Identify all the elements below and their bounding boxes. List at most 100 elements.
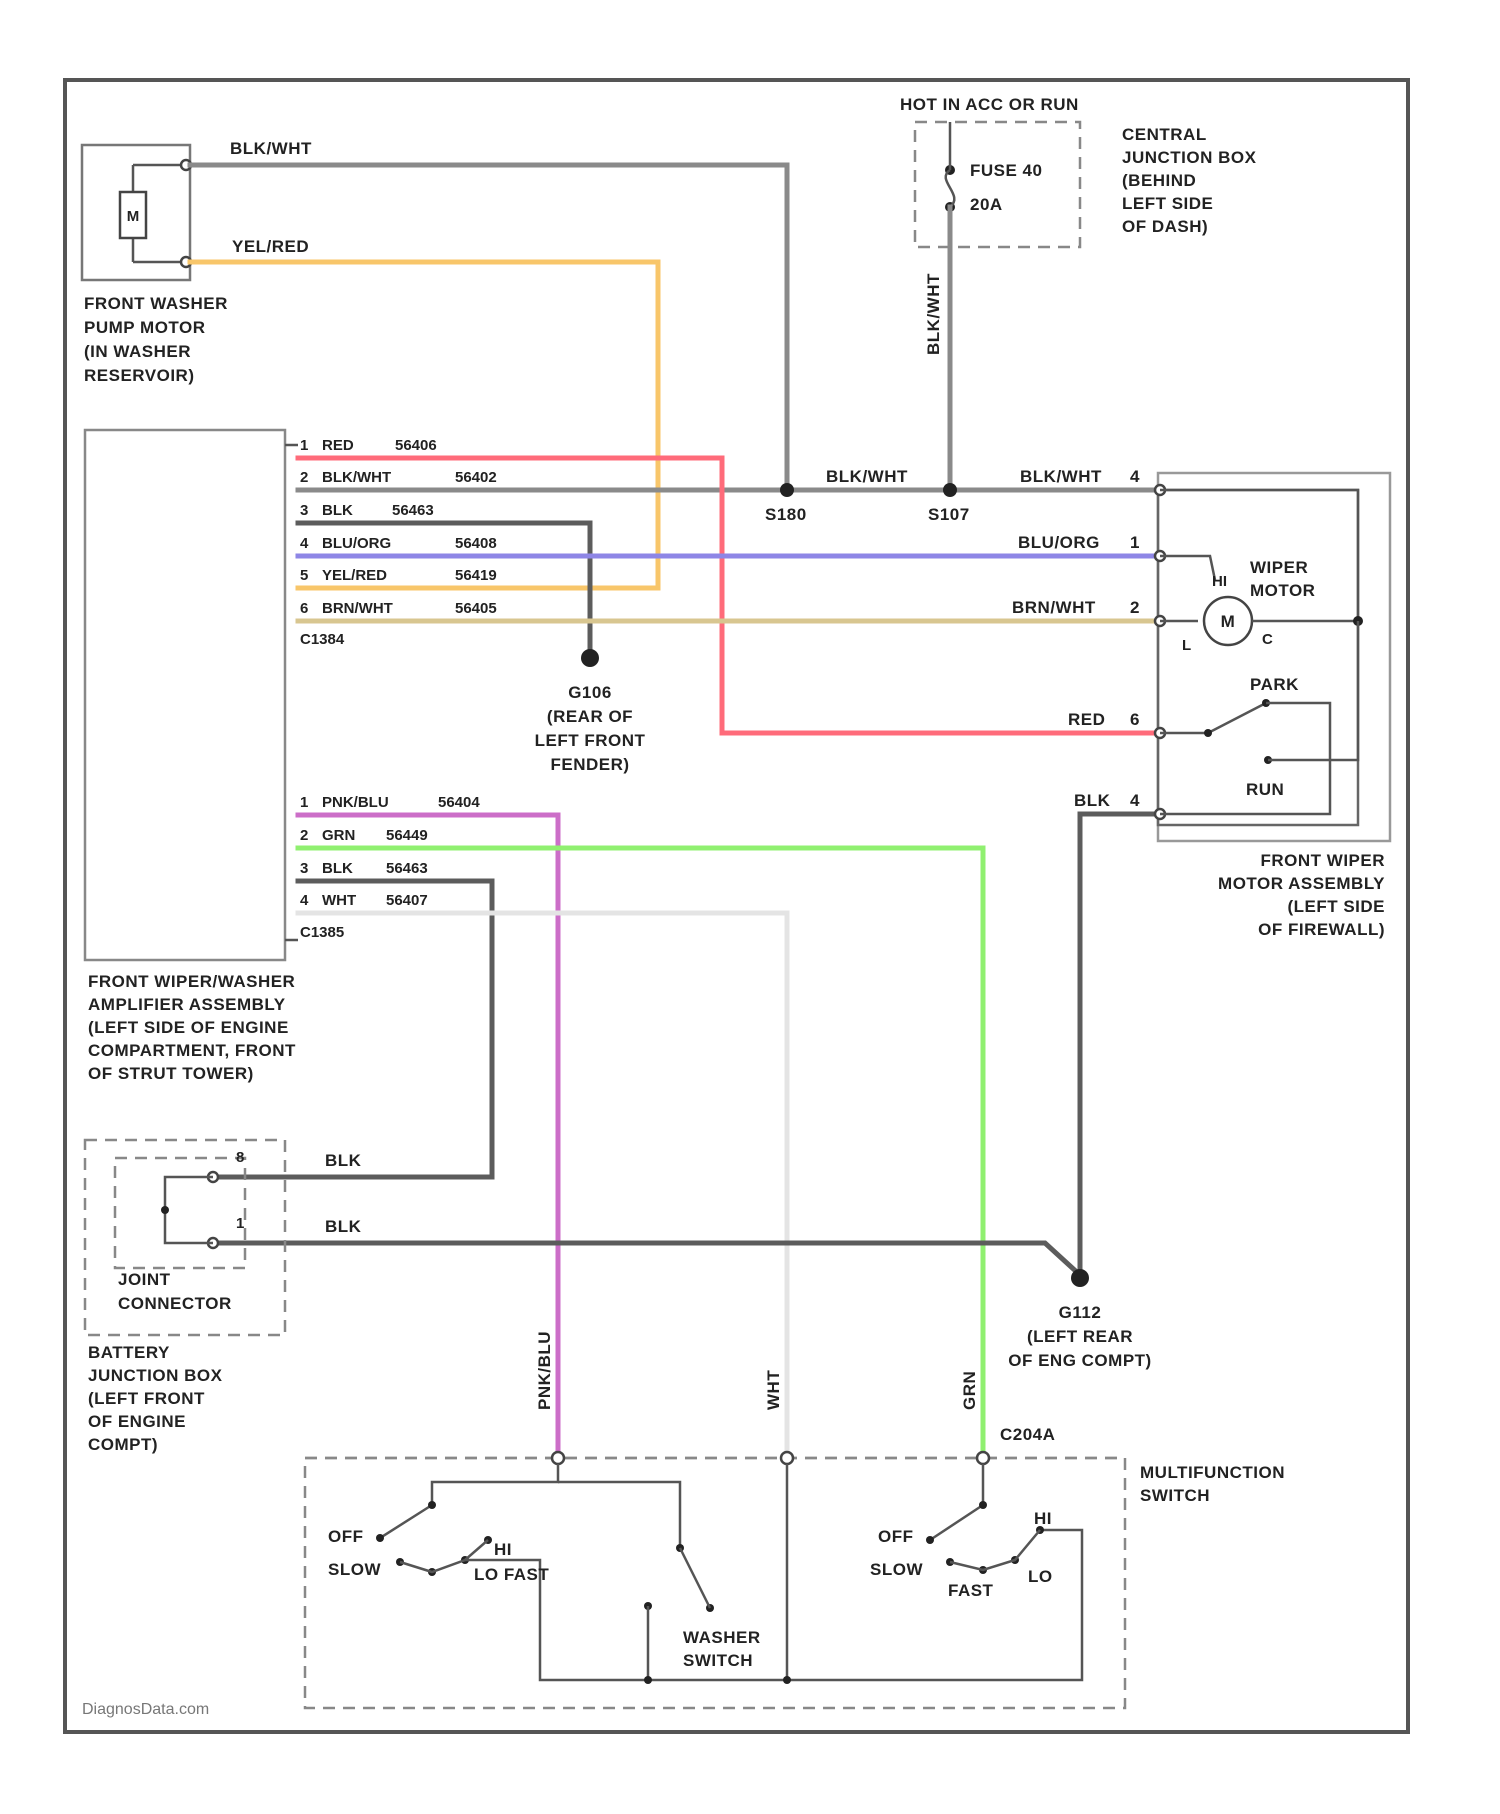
wiper-motor-label: FRONT WIPER MOTOR ASSEMBLY (LEFT SIDE OF…: [1218, 851, 1385, 939]
wire-red: [298, 458, 1158, 733]
svg-text:CONNECTOR: CONNECTOR: [118, 1294, 232, 1313]
label-mid-blk-wht-1: BLK/WHT: [826, 467, 908, 486]
label-sw-grn: GRN: [960, 1371, 979, 1410]
g112-line-3: OF ENG COMPT): [1008, 1351, 1151, 1370]
svg-text:56404: 56404: [438, 794, 480, 811]
s107-label: S107: [928, 505, 970, 524]
svg-text:YEL/RED: YEL/RED: [322, 567, 387, 584]
multifunction-switch: C204A MULTIFUNCTION SWITCH OFF SLOW HI L…: [305, 1425, 1285, 1708]
central-jb-label-2: JUNCTION BOX: [1122, 148, 1257, 167]
svg-text:3: 3: [300, 860, 308, 877]
svg-text:5: 5: [300, 567, 308, 584]
washer-pump-label-4: RESERVOIR): [84, 366, 195, 385]
svg-text:GRN: GRN: [322, 827, 355, 844]
c1384-label: C1384: [300, 631, 345, 648]
svg-text:LO FAST: LO FAST: [474, 1565, 549, 1584]
label-pump-blk-wht: BLK/WHT: [230, 139, 312, 158]
washer-pump-label-3: (IN WASHER: [84, 342, 191, 361]
svg-text:BATTERY: BATTERY: [88, 1343, 170, 1362]
wire-blk-g112: [1080, 814, 1158, 1275]
svg-text:1: 1: [300, 437, 308, 454]
svg-text:6: 6: [300, 600, 308, 617]
svg-text:56407: 56407: [386, 892, 428, 909]
svg-text:OFF: OFF: [328, 1527, 364, 1546]
svg-text:HI: HI: [1034, 1509, 1052, 1528]
battery-junction-box: 8 1 JOINT CONNECTOR BATTERY JUNCTION BOX…: [85, 1140, 285, 1454]
svg-text:56463: 56463: [386, 860, 428, 877]
svg-text:OF FIREWALL): OF FIREWALL): [1258, 920, 1385, 939]
wire-pnk-blu: [298, 815, 558, 1450]
svg-text:RED: RED: [322, 437, 354, 454]
svg-text:2: 2: [300, 469, 308, 486]
svg-text:JUNCTION BOX: JUNCTION BOX: [88, 1366, 223, 1385]
central-jb-label-3: (BEHIND: [1122, 171, 1196, 190]
svg-text:OF ENGINE: OF ENGINE: [88, 1412, 186, 1431]
svg-text:(LEFT SIDE OF ENGINE: (LEFT SIDE OF ENGINE: [88, 1018, 289, 1037]
svg-text:2: 2: [300, 827, 308, 844]
splice-s107: [943, 483, 957, 497]
svg-text:6: 6: [1130, 710, 1140, 729]
fuse-rating: 20A: [970, 195, 1003, 214]
svg-text:SWITCH: SWITCH: [1140, 1486, 1210, 1505]
svg-text:56449: 56449: [386, 827, 428, 844]
connector-c1384: 1 RED 56406 2 BLK/WHT 56402 3 BLK 56463 …: [300, 437, 497, 648]
label-red: RED: [1068, 710, 1105, 729]
label-pump-yel-red: YEL/RED: [232, 237, 309, 256]
g106-line-2: (REAR OF: [547, 707, 633, 726]
svg-text:PARK: PARK: [1250, 675, 1299, 694]
label-blu-org: BLU/ORG: [1018, 533, 1100, 552]
svg-text:56419: 56419: [455, 567, 497, 584]
svg-text:56402: 56402: [455, 469, 497, 486]
svg-text:56463: 56463: [392, 502, 434, 519]
label-brn-wht: BRN/WHT: [1012, 598, 1096, 617]
svg-text:HI: HI: [494, 1540, 512, 1559]
label-jc-blk-top: BLK: [325, 1151, 362, 1170]
svg-text:RUN: RUN: [1246, 780, 1284, 799]
svg-text:WHT: WHT: [322, 892, 356, 909]
svg-text:OF STRUT TOWER): OF STRUT TOWER): [88, 1064, 254, 1083]
central-junction-box: HOT IN ACC OR RUN FUSE 40 20A CENTRAL JU…: [900, 95, 1257, 247]
svg-text:BRN/WHT: BRN/WHT: [322, 600, 393, 617]
g112-line-2: (LEFT REAR: [1027, 1327, 1133, 1346]
amplifier-label: FRONT WIPER/WASHER AMPLIFIER ASSEMBLY (L…: [88, 972, 296, 1083]
svg-text:4: 4: [1130, 791, 1140, 810]
label-sw-pnk: PNK/BLU: [535, 1331, 554, 1410]
svg-text:56408: 56408: [455, 535, 497, 552]
svg-text:BLK: BLK: [322, 860, 353, 877]
label-blk-motor: BLK: [1074, 791, 1111, 810]
hot-in-acc-run-label: HOT IN ACC OR RUN: [900, 95, 1079, 114]
svg-text:L: L: [1182, 637, 1191, 654]
g106-line-1: G106: [568, 683, 612, 702]
wiper-washer-amplifier: [85, 430, 298, 960]
svg-text:BLK/WHT: BLK/WHT: [322, 469, 391, 486]
svg-text:FRONT WIPER: FRONT WIPER: [1261, 851, 1386, 870]
svg-text:1: 1: [236, 1215, 244, 1232]
svg-text:4: 4: [1130, 467, 1140, 486]
label-sw-wht: WHT: [764, 1370, 783, 1410]
svg-text:WIPER: WIPER: [1250, 558, 1308, 577]
svg-text:C: C: [1262, 631, 1273, 648]
svg-text:FAST: FAST: [948, 1581, 994, 1600]
label-mid-blk-wht-2: BLK/WHT: [1020, 467, 1102, 486]
svg-text:COMPARTMENT, FRONT: COMPARTMENT, FRONT: [88, 1041, 296, 1060]
watermark: DiagnosData.com: [82, 1701, 209, 1718]
svg-text:PNK/BLU: PNK/BLU: [322, 794, 389, 811]
svg-text:SLOW: SLOW: [328, 1560, 381, 1579]
svg-text:4: 4: [300, 535, 309, 552]
svg-text:LO: LO: [1028, 1567, 1053, 1586]
svg-text:MOTOR: MOTOR: [1250, 581, 1315, 600]
g106-line-3: LEFT FRONT: [535, 731, 646, 750]
svg-text:2: 2: [1130, 598, 1140, 617]
g106-line-4: FENDER): [550, 755, 629, 774]
svg-text:1: 1: [1130, 533, 1140, 552]
svg-text:BLK: BLK: [322, 502, 353, 519]
svg-text:1: 1: [300, 794, 308, 811]
c1385-label: C1385: [300, 924, 344, 941]
label-fuse-blk-wht: BLK/WHT: [924, 273, 943, 355]
washer-pump-motor: M FRONT WASHER PUMP MOTOR (IN WASHER RES…: [82, 145, 228, 385]
svg-text:(LEFT SIDE: (LEFT SIDE: [1287, 897, 1385, 916]
ground-g112: [1071, 1269, 1089, 1287]
wiper-motor-assembly: 4 1 2 6 4 M HI L C WIPER MOTOR PARK RUN: [1130, 467, 1390, 841]
central-jb-label-5: OF DASH): [1122, 217, 1208, 236]
